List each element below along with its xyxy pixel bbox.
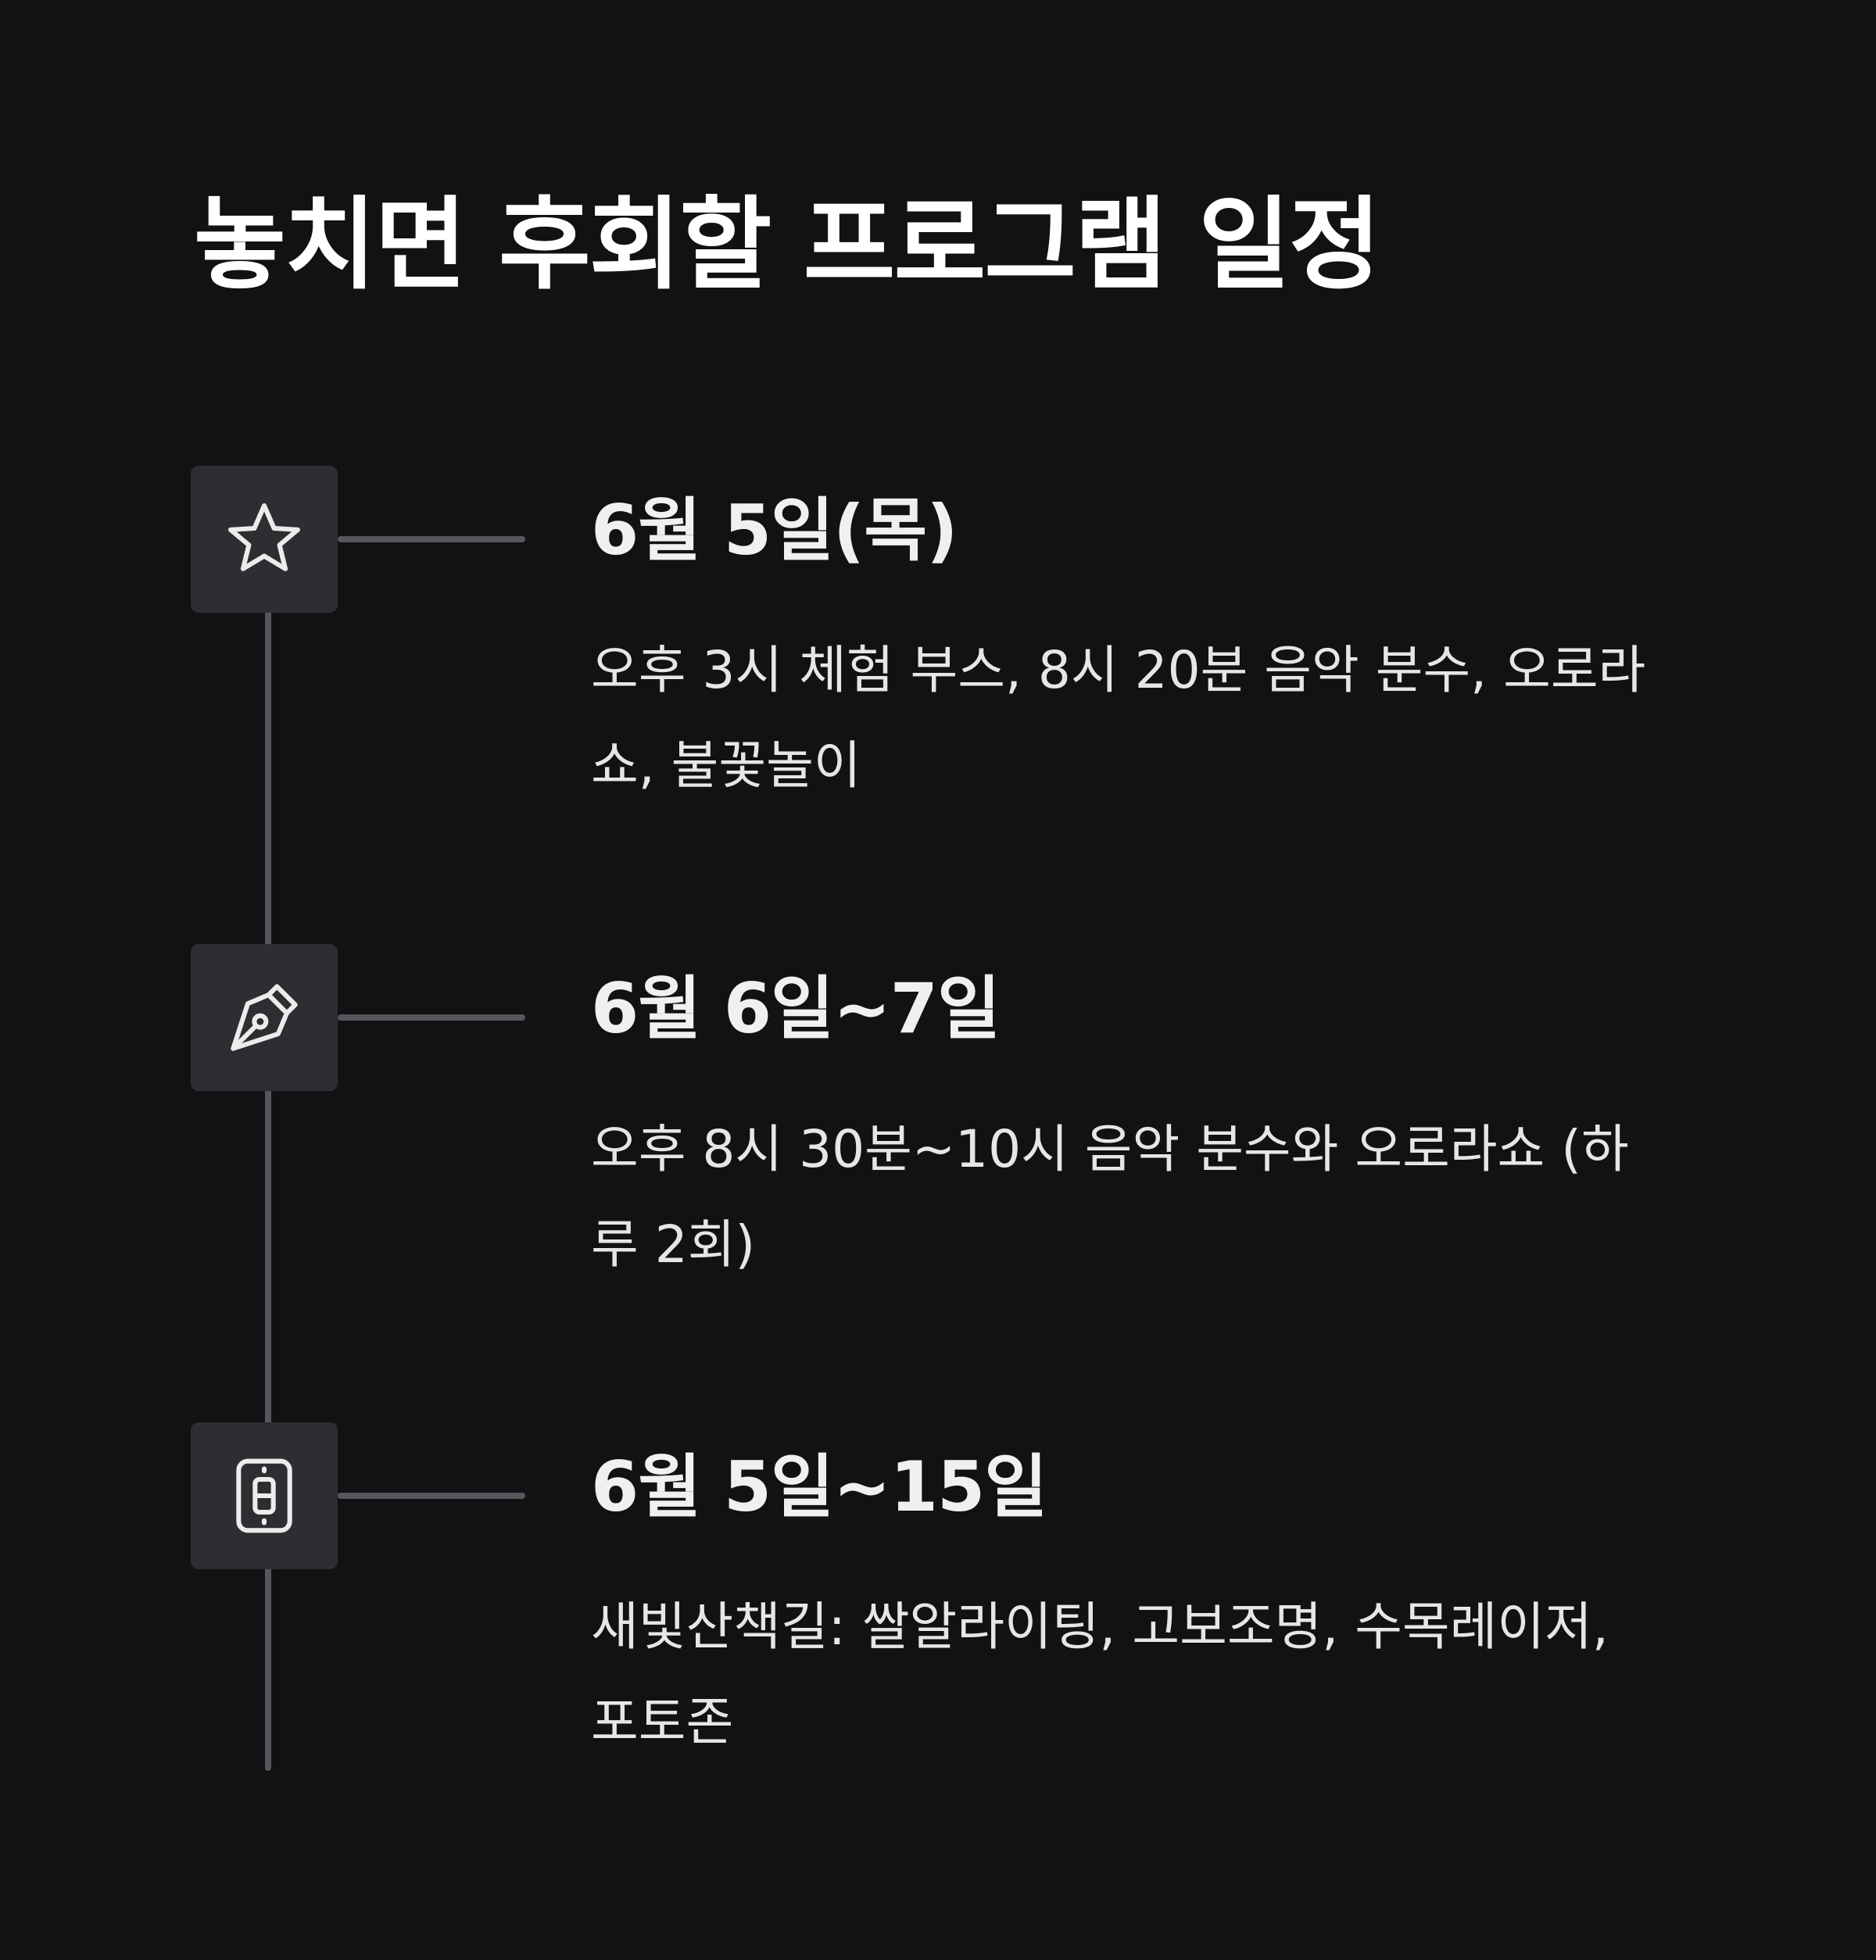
item-description: 오후 8시 30분~10시 음악 분수와 오로라쇼 (하루 2회) [591,1119,1629,1275]
item-date: 6월 6일~7일 [591,968,1001,1049]
star-icon [228,503,300,571]
timeline-icon-box [191,466,338,613]
timeline-line [265,563,271,1771]
timeline-connector [338,1493,525,1499]
item-description: 새빛산책길: 쌀알라이팅, 고보조명, 수목레이저, 포토존 [591,1597,1609,1752]
item-date: 6월 5일(목) [591,490,958,570]
item-date: 6월 5일~15일 [591,1447,1047,1527]
timeline-icon-box [191,1422,338,1569]
timeline-connector [338,1014,525,1021]
item-description: 오후 3시 체험 부스, 8시 20분 음악 분수, 오로라쇼, 불꽃놀이 [591,640,1646,796]
pen-nib-icon [231,984,298,1051]
timeline-connector [338,536,525,542]
page-title: 놓치면 후회할 프로그램 일정 [194,187,1381,303]
timeline-icon-box [191,944,338,1091]
tablet-icon [236,1458,292,1533]
